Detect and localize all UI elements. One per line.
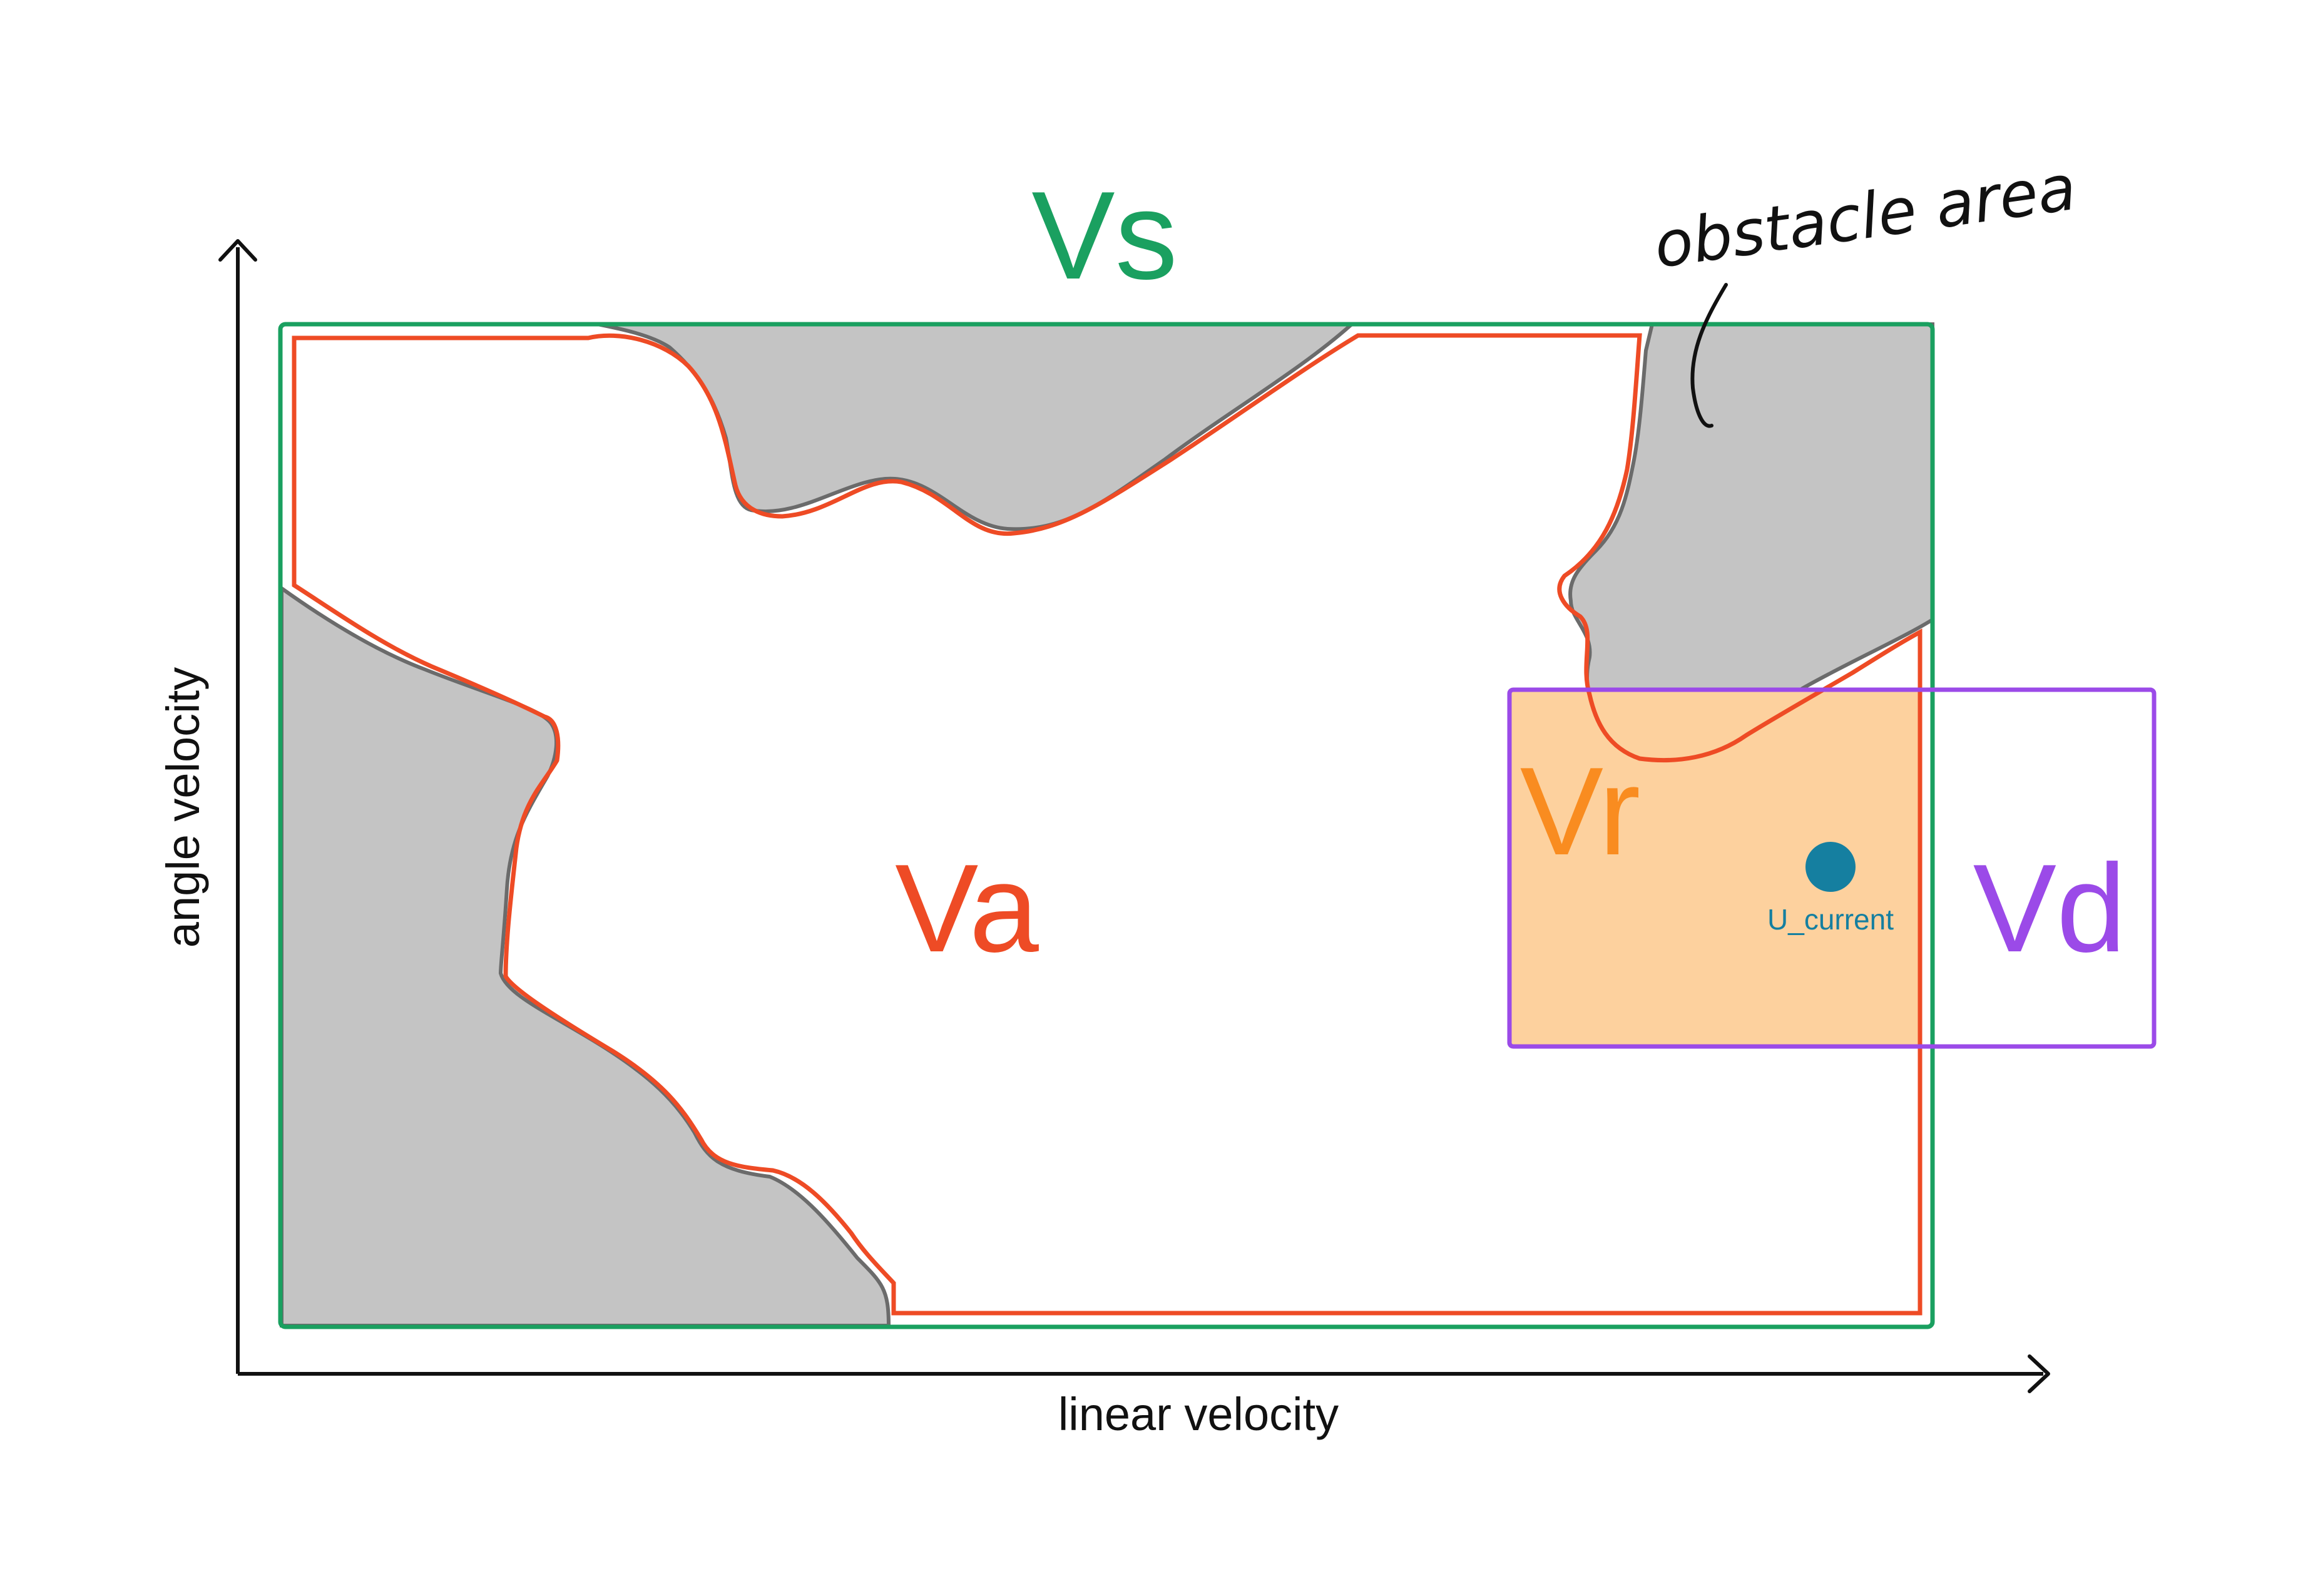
axes (218, 239, 2050, 1393)
vr-region (1509, 690, 1921, 1046)
vs-label: Vs (1031, 166, 1177, 305)
x-axis-arrow (2028, 1354, 2050, 1393)
annotation-pointer (1690, 283, 1728, 428)
u-current-point (1805, 842, 1856, 892)
u-current-label: U_current (1767, 903, 1894, 936)
vr-label: Vr (1520, 742, 1641, 881)
vs-boundary (278, 322, 1935, 1329)
x-axis-label: linear velocity (1058, 1388, 1339, 1440)
vd-label: Vd (1973, 839, 2127, 978)
vd-boundary (1507, 687, 2157, 1049)
obstacle-regions (280, 322, 1934, 1327)
y-axis-label: angle velocity (157, 667, 209, 948)
y-axis-arrow (218, 239, 257, 262)
obstacle-top (597, 322, 1357, 531)
obstacle-left (280, 585, 891, 1327)
obstacle-annotation: obstacle area (1650, 151, 2080, 282)
va-label: Va (895, 839, 1039, 978)
va-boundary (292, 333, 1923, 1316)
